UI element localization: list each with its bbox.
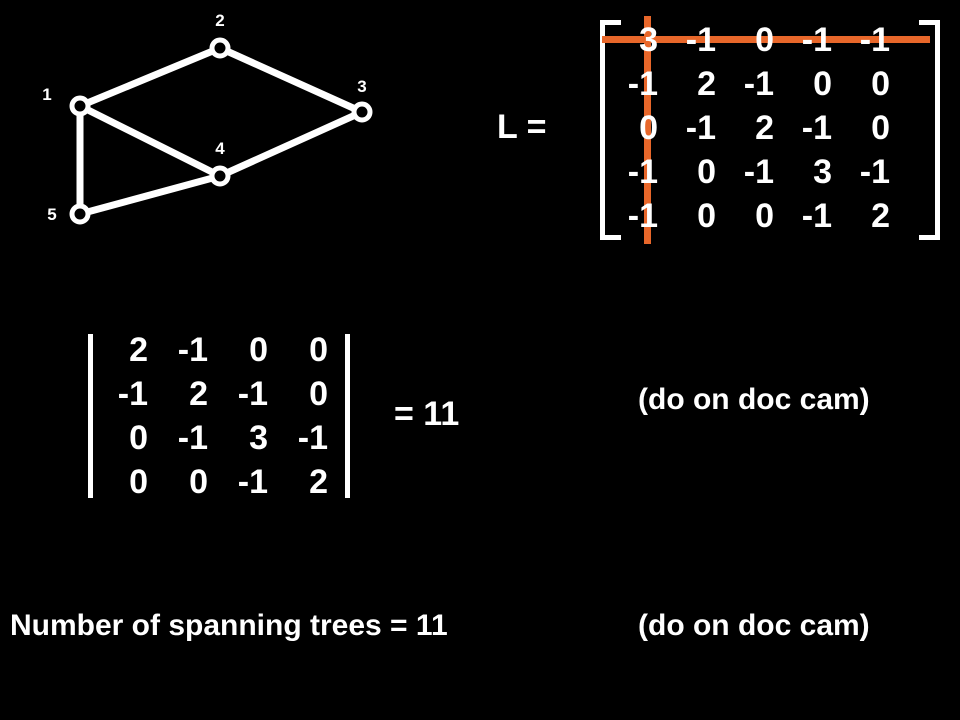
minor-cell: -1 (297, 419, 328, 457)
laplacian-cell: 3 (639, 21, 658, 59)
laplacian-cell: 3 (813, 153, 832, 191)
laplacian-right-bracket (919, 20, 940, 240)
laplacian-row: -1 0 0 -1 2 (600, 196, 940, 236)
minor-cell: 2 (129, 331, 148, 369)
graph-edges (76, 44, 366, 218)
deleted-row-highlight (602, 36, 930, 43)
graph-node-label-4: 4 (215, 139, 225, 158)
minor-cell: 2 (309, 463, 328, 501)
graph-node-5 (69, 203, 91, 225)
graph-node-label-1: 1 (42, 85, 51, 104)
laplacian-cell: -1 (801, 21, 832, 59)
laplacian-cell: -1 (859, 21, 890, 59)
laplacian-cell: 2 (871, 197, 890, 235)
laplacian-cell: 0 (871, 65, 890, 103)
laplacian-cell: -1 (743, 65, 774, 103)
laplacian-row: 0 -1 2 -1 0 (600, 108, 940, 148)
laplacian-cell: -1 (801, 197, 832, 235)
minor-cell: 0 (189, 463, 208, 501)
minor-cell: 0 (309, 375, 328, 413)
minor-row: 0 0 -1 2 (88, 462, 350, 502)
minor-cell: 2 (189, 375, 208, 413)
laplacian-cell: -1 (627, 153, 658, 191)
graph-node-4 (209, 165, 231, 187)
deleted-column-highlight (644, 16, 651, 244)
determinant-result: = 11 (394, 395, 460, 433)
doc-cam-note-2: (do on doc cam) (638, 609, 870, 642)
minor-cell: -1 (237, 375, 268, 413)
laplacian-cell: -1 (801, 109, 832, 147)
laplacian-cell: -1 (685, 21, 716, 59)
graph-node-label-2: 2 (215, 11, 224, 30)
laplacian-cell: 0 (639, 109, 658, 147)
laplacian-cell: -1 (627, 65, 658, 103)
graph-edge-1-2 (76, 44, 224, 110)
laplacian-cell: 0 (697, 197, 716, 235)
laplacian-row: -1 2 -1 0 0 (600, 64, 940, 104)
minor-cell: -1 (177, 419, 208, 457)
laplacian-cell: 0 (813, 65, 832, 103)
graph-nodes: 1 2 3 4 5 (42, 11, 373, 225)
laplacian-cell: 0 (871, 109, 890, 147)
graph-edge-4-3 (216, 108, 366, 180)
laplacian-cell: -1 (743, 153, 774, 191)
minor-cell: -1 (177, 331, 208, 369)
graph-node-label-5: 5 (47, 205, 56, 224)
laplacian-cell: 2 (755, 109, 774, 147)
graph-edge-5-4 (76, 172, 224, 218)
minor-row: -1 2 -1 0 (88, 374, 350, 414)
minor-cell: 0 (309, 331, 328, 369)
laplacian-cell: -1 (685, 109, 716, 147)
laplacian-cell: 2 (697, 65, 716, 103)
laplacian-row: 3 -1 0 -1 -1 (600, 20, 940, 60)
laplacian-cell: 0 (697, 153, 716, 191)
minor-cell: 0 (249, 331, 268, 369)
graph-diagram: 1 2 3 4 5 (42, 11, 373, 225)
determinant-left-bar (88, 334, 93, 498)
determinant-right-bar (345, 334, 350, 498)
laplacian-cell: 0 (755, 21, 774, 59)
minor-cell: 3 (249, 419, 268, 457)
graph-node-2 (209, 37, 231, 59)
laplacian-cell: -1 (859, 153, 890, 191)
minor-row: 2 -1 0 0 (88, 330, 350, 370)
spanning-trees-conclusion: Number of spanning trees = 11 (10, 609, 448, 642)
laplacian-cell: 0 (755, 197, 774, 235)
minor-determinant: 2 -1 0 0 -1 2 -1 0 0 -1 3 -1 0 0 -1 2 (88, 330, 350, 502)
laplacian-row: -1 0 -1 3 -1 (600, 152, 940, 192)
laplacian-left-bracket (600, 20, 621, 240)
laplacian-label: L = (497, 108, 547, 146)
graph-edge-1-4 (76, 102, 224, 180)
graph-edge-2-3 (216, 44, 366, 116)
laplacian-matrix: 3 -1 0 -1 -1 -1 2 -1 0 0 0 -1 2 -1 0 -1 0 -1 3 -1 -1 0 0 -1 2 (600, 16, 940, 244)
minor-cell: -1 (117, 375, 148, 413)
minor-row: 0 -1 3 -1 (88, 418, 350, 458)
minor-cell: 0 (129, 419, 148, 457)
doc-cam-note-1: (do on doc cam) (638, 383, 870, 416)
graph-node-1 (69, 95, 91, 117)
graph-node-3 (351, 101, 373, 123)
graph-node-label-3: 3 (357, 77, 366, 96)
laplacian-cell: -1 (627, 197, 658, 235)
minor-cell: 0 (129, 463, 148, 501)
minor-cell: -1 (237, 463, 268, 501)
